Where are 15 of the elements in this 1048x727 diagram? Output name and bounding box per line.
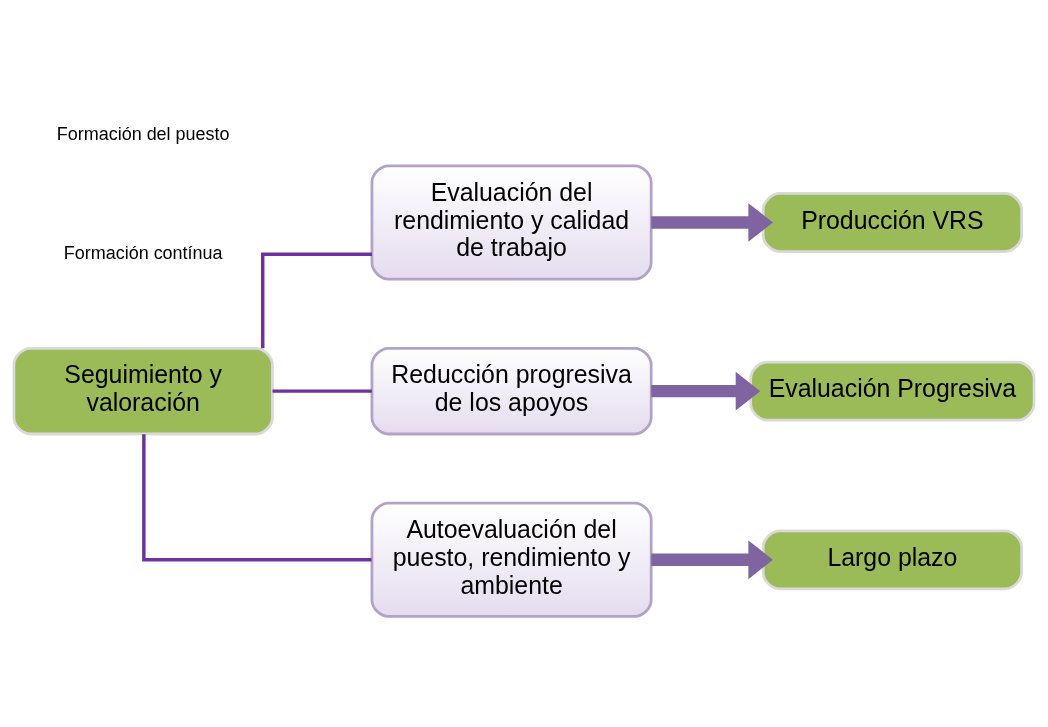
label: Formación contínua [63, 242, 223, 263]
node-box: Seguimiento y valoración [12, 346, 274, 436]
node-box: Producción VRS [761, 192, 1024, 253]
arrow [651, 540, 773, 580]
connector [261, 252, 372, 349]
node-box: Evaluación del rendimiento y calidad de trabajo [370, 164, 653, 281]
node-box: Autoevaluación del puesto, rendimiento y ambiente [370, 501, 653, 618]
connector [142, 434, 372, 562]
connector [272, 389, 372, 393]
node-box: Evaluación Progresiva [749, 360, 1036, 422]
label: Formación del puesto [56, 124, 230, 145]
arrow [651, 203, 773, 242]
node-box: Largo plazo [761, 529, 1024, 591]
node-box: Reducción progresiva de los apoyos [370, 346, 653, 436]
arrow [651, 371, 761, 411]
